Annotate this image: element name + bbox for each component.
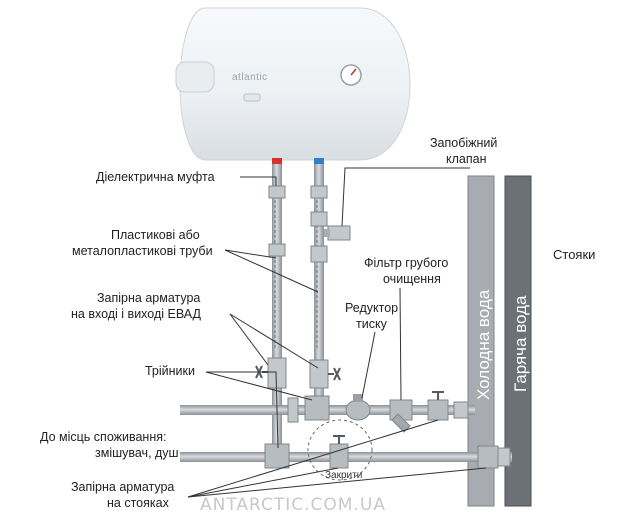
tee-hot bbox=[264, 443, 290, 469]
bypass-valve bbox=[329, 443, 349, 469]
leader-shutoff-cold bbox=[229, 313, 319, 369]
cold-riser-coupling bbox=[453, 401, 469, 419]
safety-valve-lower-fitting bbox=[310, 245, 328, 263]
coarse-filter-sump bbox=[391, 413, 411, 433]
pressure-reducer bbox=[345, 399, 371, 421]
hot-pipe-fitting bbox=[268, 243, 286, 257]
watermark: ANTARCTIC.COM.UA bbox=[200, 495, 386, 515]
label-consumption-2: змішувач, душ bbox=[95, 446, 179, 460]
shutoff-valve-hot-body bbox=[267, 357, 287, 389]
dielectric-coupling-cold bbox=[310, 185, 328, 199]
gauge-needle bbox=[350, 68, 357, 76]
label-shutoff-ewh-1: Запірна арматура bbox=[97, 291, 200, 305]
leader-safety-valve bbox=[341, 167, 470, 227]
closed-valve-highlight bbox=[307, 419, 373, 481]
tee-cold bbox=[304, 395, 330, 421]
label-reducer-1: Редуктор bbox=[345, 301, 398, 315]
label-shutoff-risers-2: на стояках bbox=[107, 496, 170, 510]
leader-pipes-cold bbox=[224, 249, 319, 293]
label-consumption-1: До місць споживання: bbox=[40, 430, 166, 444]
cold-main-coupling bbox=[287, 397, 299, 423]
leader-tee-hot bbox=[206, 371, 279, 449]
leader-pipes-hot bbox=[224, 249, 277, 259]
pressure-reducer-cap bbox=[353, 394, 363, 402]
leader-coarse-filter bbox=[399, 287, 402, 401]
hot-riser-label: Гаряча вода bbox=[511, 295, 530, 392]
leader-lines bbox=[187, 167, 487, 498]
safety-valve-body bbox=[327, 225, 351, 241]
hot-connection-pipe bbox=[272, 164, 282, 460]
bypass-valve-handle-icon bbox=[333, 435, 345, 444]
leader-shutoff-riser-left bbox=[187, 467, 339, 498]
label-shutoff-ewh-2: на вході і виході ЕВАД bbox=[71, 307, 202, 321]
water-heater: atlantic bbox=[175, 7, 411, 164]
heater-indicator bbox=[243, 93, 261, 102]
leader-dielectric bbox=[240, 176, 277, 186]
shutoff-valve-cold-handle-icon bbox=[328, 367, 341, 381]
hot-outlet-marker bbox=[272, 158, 282, 164]
label-plastic-pipes-2: металопластикові труби bbox=[72, 244, 213, 258]
leader-shutoff-riser-mid bbox=[187, 419, 439, 498]
heater-tank bbox=[179, 7, 411, 161]
leader-tee-cold bbox=[205, 371, 313, 401]
leader-reducer bbox=[361, 331, 376, 399]
label-plastic-pipes-1: Пластикові або bbox=[111, 228, 200, 242]
cold-connection-pipe bbox=[314, 164, 324, 404]
label-coarse-filter-1: Фільтр грубого bbox=[364, 256, 448, 270]
hot-riser-coupling bbox=[497, 447, 511, 467]
leader-shutoff-hot bbox=[229, 313, 269, 366]
riser-shutoff-cold-handle-icon bbox=[432, 391, 444, 400]
leader-shutoff-riser-right bbox=[187, 467, 487, 498]
label-safety-valve-1: Запобіжний bbox=[430, 136, 497, 150]
label-coarse-filter-2: очищення bbox=[383, 272, 441, 286]
label-shutoff-risers-1: Запірна арматура bbox=[71, 480, 174, 494]
riser-shutoff-hot bbox=[477, 445, 499, 469]
riser-shutoff-cold bbox=[427, 399, 449, 421]
safety-valve-drain bbox=[324, 229, 330, 237]
label-tees: Трійники bbox=[145, 364, 195, 378]
safety-valve-fitting bbox=[310, 211, 328, 227]
label-dielectric-coupling: Діелектрична муфта bbox=[96, 170, 215, 184]
cold-riser-label: Холодна вода bbox=[474, 289, 493, 400]
cold-inlet-marker bbox=[314, 158, 324, 164]
label-reducer-2: тиску bbox=[356, 317, 388, 331]
heater-handle bbox=[175, 61, 215, 93]
label-safety-valve-2: клапан bbox=[446, 152, 487, 166]
dielectric-coupling-hot bbox=[268, 185, 286, 199]
closed-label: Закрити bbox=[325, 470, 362, 481]
heater-brand: atlantic bbox=[232, 72, 268, 83]
risers-title: Стояки bbox=[553, 247, 595, 262]
